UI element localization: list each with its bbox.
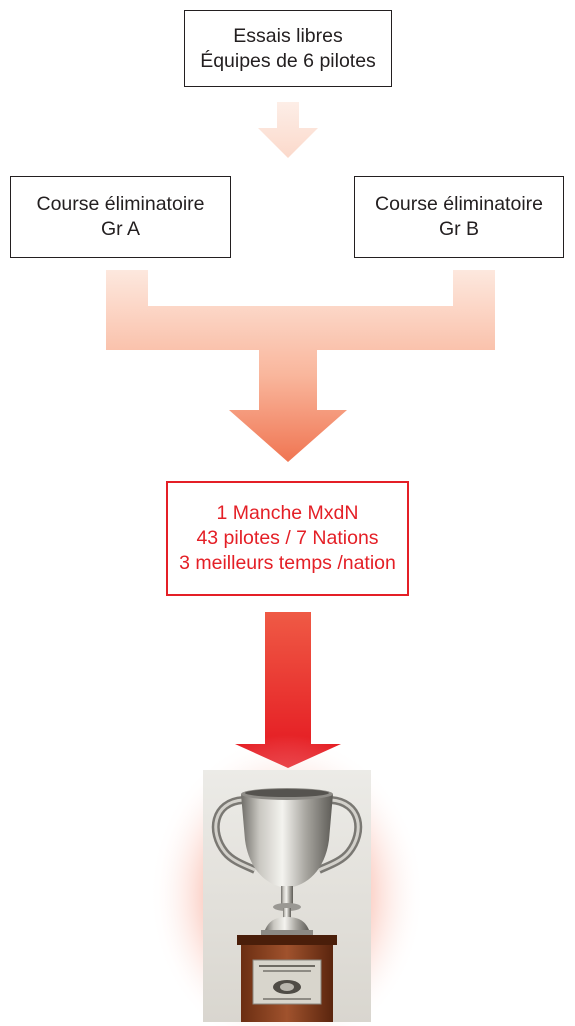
qualifier-a-label: Course éliminatoire xyxy=(36,193,205,215)
trophy-cup-icon xyxy=(203,770,371,1022)
arrow-final-to-trophy xyxy=(235,612,341,768)
group-a-label: Gr A xyxy=(100,218,140,240)
arrow-top-to-groups xyxy=(258,102,318,158)
qualifier-group-a-box: Course éliminatoire Gr A xyxy=(10,176,231,258)
free-practice-box: Essais libres Équipes de 6 pilotes xyxy=(184,10,392,87)
final-race-label: 1 Manche MxdN xyxy=(216,502,359,524)
final-race-box: 1 Manche MxdN 43 pilotes / 7 Nations 3 m… xyxy=(166,481,409,596)
arrow-groups-merge xyxy=(106,270,495,462)
group-b-label: Gr B xyxy=(438,218,480,240)
riders-nations-label: 43 pilotes / 7 Nations xyxy=(196,527,379,549)
teams-label: Équipes de 6 pilotes xyxy=(200,49,376,72)
free-practice-label: Essais libres xyxy=(233,24,343,47)
qualifier-b-label: Course éliminatoire xyxy=(375,193,543,215)
qualifier-group-b-box: Course éliminatoire Gr B xyxy=(354,176,564,258)
best-times-label: 3 meilleurs temps /nation xyxy=(179,552,396,574)
